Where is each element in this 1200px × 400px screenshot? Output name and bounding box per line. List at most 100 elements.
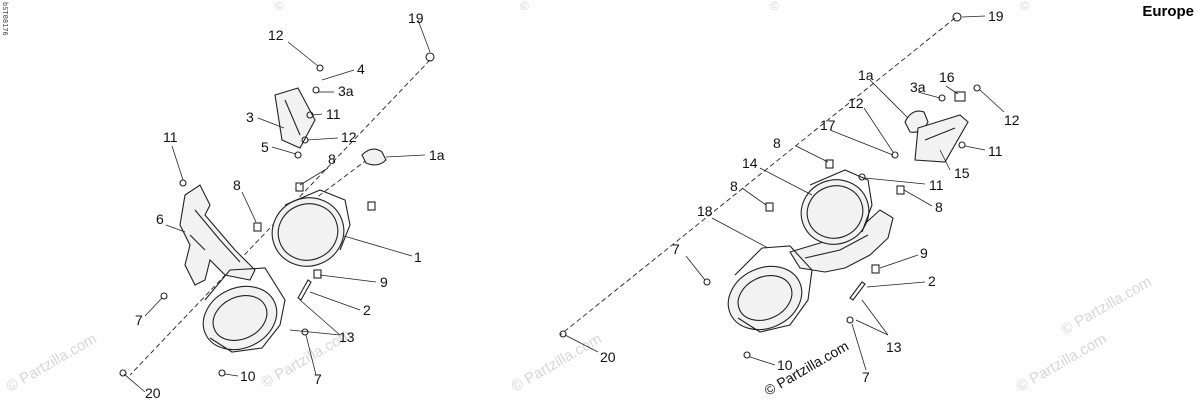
watermark-text: © Partzilla.com (509, 330, 605, 395)
leader-line (224, 373, 239, 377)
leader-line (299, 167, 329, 186)
screw-10 (743, 351, 751, 359)
callout-number: 17 (820, 117, 836, 133)
callout-number: 2 (363, 302, 371, 318)
callout-number: 10 (777, 357, 793, 373)
leader-line (564, 334, 599, 353)
callout-number: 8 (233, 177, 241, 193)
callout-number: 6 (156, 211, 164, 227)
leader-line (271, 146, 297, 155)
leader-line (385, 154, 426, 158)
clip-8a (825, 159, 834, 169)
callout-number: 12 (1004, 112, 1020, 128)
side-light-housing (914, 114, 969, 163)
leader-line (289, 299, 341, 336)
leader-line (964, 145, 986, 151)
clip-8a (367, 201, 376, 211)
callout-number: 14 (742, 155, 758, 171)
headlamp-lens (277, 203, 339, 261)
right-assembly: 19 1a 3a 16 12 12 8 17 11 14 8 11 15 8 1… (559, 8, 1020, 399)
callout-number: 10 (240, 368, 256, 384)
leader-line (311, 113, 323, 116)
callout-number: 11 (929, 177, 944, 193)
reference-code: bST08176 (1, 2, 9, 36)
screw-10 (218, 369, 226, 377)
screw-20 (119, 369, 127, 377)
callout-number: 16 (939, 69, 955, 85)
leader-line (903, 189, 933, 207)
headlamp-unit (800, 179, 870, 245)
leader-line (257, 117, 285, 129)
bulb (361, 148, 387, 166)
leader-line (864, 177, 926, 185)
leader-line (795, 145, 829, 163)
screw-7b (846, 316, 854, 324)
headlamp-rim (284, 189, 351, 251)
side-light-detail (924, 127, 956, 141)
callout-number: 12 (848, 95, 864, 111)
leader-line (287, 41, 319, 67)
callout-number: 7 (862, 369, 870, 385)
clip-8b (253, 222, 262, 232)
watermark-mark: © (275, 0, 284, 13)
watermark-mark: © (770, 0, 779, 13)
callout-number: 11 (988, 143, 1003, 159)
socket-16 (954, 91, 966, 102)
housing-inner-ring (737, 275, 793, 321)
clip-5 (294, 151, 302, 159)
headlight-bracket (179, 184, 256, 286)
callout-number: 12 (268, 27, 284, 43)
clip-8c (295, 182, 304, 192)
leader-line (961, 15, 986, 18)
callout-number: 3a (338, 83, 354, 99)
copyright-text: © Partzilla.com (762, 338, 852, 399)
bulb-3a (312, 86, 320, 94)
callout-number: 7 (672, 241, 680, 257)
callout-number: 8 (730, 178, 738, 194)
left-callouts: 19 12 4 3a 3 11 12 5 1a 8 11 8 6 1 9 7 2… (135, 10, 445, 400)
callout-number: 8 (328, 151, 336, 167)
callout-number: 1 (414, 249, 422, 265)
leader-line (305, 334, 317, 376)
headlamp-unit (271, 197, 345, 267)
screw-19 (952, 12, 962, 22)
leader-line (917, 91, 941, 99)
callout-number: 13 (339, 329, 355, 345)
assembly-axis-line (559, 17, 956, 336)
right-callouts: 19 1a 3a 16 12 12 8 17 11 14 8 11 15 8 1… (600, 8, 1020, 385)
leader-line (171, 145, 184, 181)
leader-line (711, 217, 769, 249)
callout-number: 4 (357, 61, 365, 77)
clip-8b (765, 202, 774, 212)
leader-line (979, 89, 1005, 113)
clip-11b (179, 179, 187, 187)
watermark-text: © Partzilla.com (4, 330, 100, 395)
callout-number: 9 (920, 245, 928, 261)
leader-line (321, 69, 355, 81)
callout-number: 5 (261, 139, 269, 155)
callout-number: 2 (928, 273, 936, 289)
screw-19 (425, 52, 435, 62)
side-light-housing (274, 87, 316, 149)
bracket-detail (189, 209, 241, 263)
clip-9 (313, 269, 322, 279)
clip-11b (858, 173, 866, 181)
clip-11 (958, 141, 966, 149)
leader-line (306, 137, 339, 141)
leader-line (417, 19, 431, 53)
side-light-detail (284, 99, 301, 136)
leader-line (945, 85, 959, 95)
callout-number: 11 (163, 129, 178, 145)
clip-9 (871, 264, 880, 274)
screw-12 (973, 84, 981, 92)
callout-number: 9 (380, 274, 388, 290)
leader-line (685, 255, 706, 281)
watermark-mark: © (520, 0, 529, 13)
screw-7a (160, 292, 168, 300)
watermark-text: © Partzilla.com (1059, 273, 1155, 338)
callout-number: 8 (773, 135, 781, 151)
callout-number: 1a (429, 147, 445, 163)
screw-7a (703, 278, 711, 286)
housing-shell (204, 267, 286, 353)
